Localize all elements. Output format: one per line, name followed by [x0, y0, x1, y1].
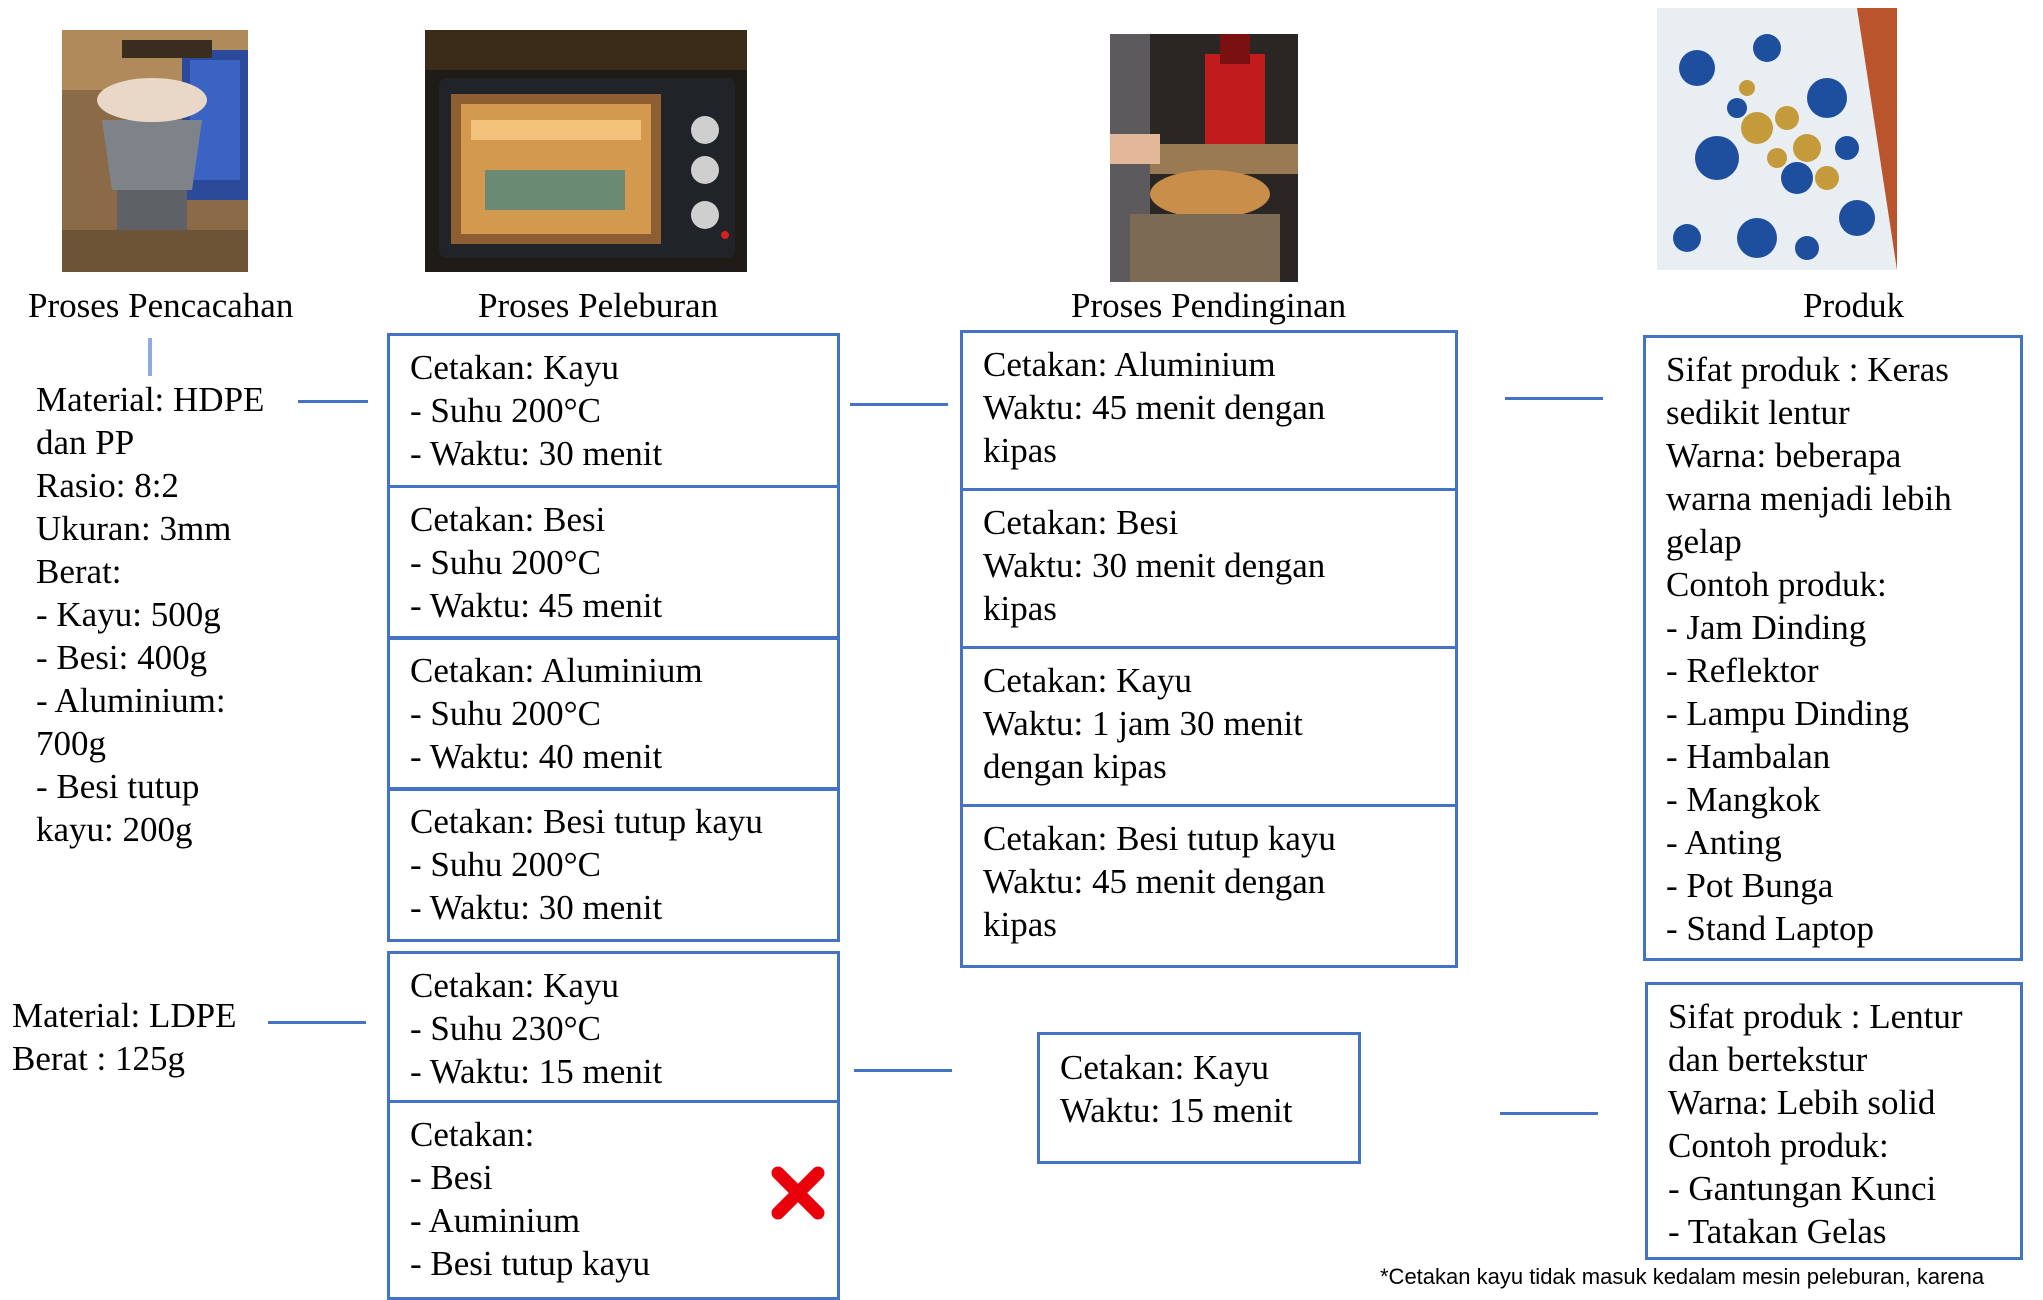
input-ldpe: Material: LDPE Berat : 125g: [12, 994, 237, 1080]
melt-box-aluminium: Cetakan: Aluminium - Suhu 200°C - Waktu:…: [387, 636, 840, 791]
input-line: - Besi: 400g: [36, 638, 208, 677]
box-line: - Waktu: 45 menit: [410, 586, 663, 625]
input-line: Material: HDPE: [36, 380, 265, 419]
box-line: - Besi tutup kayu: [410, 1244, 651, 1283]
product-line: Warna: Lebih solid: [1668, 1083, 1936, 1122]
box-line: - Suhu 200°C: [410, 391, 601, 430]
box-line: dengan kipas: [983, 747, 1167, 786]
input-line: 700g: [36, 724, 106, 763]
box-line: - Besi: [410, 1158, 493, 1197]
box-line: Cetakan: Aluminium: [983, 345, 1276, 384]
oven-photo: [425, 30, 747, 272]
box-line: Waktu: 1 jam 30 menit: [983, 704, 1303, 743]
box-line: Cetakan: Aluminium: [410, 651, 703, 690]
input-line: dan PP: [36, 423, 135, 462]
melt-box-ldpe-kayu: Cetakan: Kayu - Suhu 230°C - Waktu: 15 m…: [387, 951, 840, 1103]
product-line: Contoh produk:: [1668, 1126, 1889, 1165]
cool-box-besi-tutup-kayu: Cetakan: Besi tutup kayu Waktu: 45 menit…: [960, 804, 1458, 968]
title-cooling: Proses Pendinginan: [1071, 286, 1347, 325]
title-shredding: Proses Pencacahan: [28, 286, 294, 325]
cool-box-kayu: Cetakan: Kayu Waktu: 1 jam 30 menit deng…: [960, 646, 1458, 807]
input-line: Material: LDPE: [12, 996, 237, 1035]
input-hdpe-pp: Material: HDPE dan PP Rasio: 8:2 Ukuran:…: [36, 378, 264, 851]
product-line: - Anting: [1666, 823, 1782, 862]
box-line: - Waktu: 40 menit: [410, 737, 663, 776]
input-line: Berat:: [36, 552, 122, 591]
input-line: - Kayu: 500g: [36, 595, 221, 634]
input-connector-vertical: [148, 338, 152, 376]
product-box-ldpe: Sifat produk : Lentur dan bertekstur War…: [1645, 982, 2023, 1260]
product-line: Contoh produk:: [1666, 565, 1887, 604]
box-line: - Waktu: 15 menit: [410, 1052, 663, 1091]
product-line: - Pot Bunga: [1666, 866, 1834, 905]
title-product: Produk: [1803, 286, 1905, 325]
box-line: - Suhu 200°C: [410, 543, 601, 582]
cool-box-besi: Cetakan: Besi Waktu: 30 menit dengan kip…: [960, 488, 1458, 649]
box-line: Cetakan: Besi tutup kayu: [410, 802, 763, 841]
box-line: - Suhu 200°C: [410, 694, 601, 733]
box-line: Waktu: 15 menit: [1060, 1091, 1293, 1130]
shredder-machine-photo: [62, 30, 248, 272]
box-line: Cetakan: Kayu: [1060, 1048, 1269, 1087]
footnote: *Cetakan kayu tidak masuk kedalam mesin …: [1380, 1264, 1985, 1289]
title-melting: Proses Peleburan: [478, 286, 719, 325]
product-box-hdpe: Sifat produk : Keras sedikit lentur Warn…: [1643, 335, 2023, 961]
connector-cool-to-product-ldpe: [1500, 1112, 1598, 1115]
input-line: kayu: 200g: [36, 810, 193, 849]
product-line: - Tatakan Gelas: [1668, 1212, 1887, 1251]
box-line: kipas: [983, 905, 1057, 944]
box-line: Cetakan: Kayu: [410, 348, 619, 387]
box-line: Waktu: 30 menit dengan: [983, 546, 1326, 585]
product-line: - Jam Dinding: [1666, 608, 1867, 647]
melt-box-besi-tutup-kayu: Cetakan: Besi tutup kayu - Suhu 200°C - …: [387, 787, 840, 942]
product-line: - Stand Laptop: [1666, 909, 1875, 948]
recycled-plastic-sheet-photo: [1657, 8, 1897, 270]
box-line: Cetakan:: [410, 1115, 535, 1154]
connector-melt-to-cool-ldpe: [854, 1069, 952, 1072]
cross-mark-icon: [771, 1166, 825, 1220]
input-line: Rasio: 8:2: [36, 466, 179, 505]
box-line: Cetakan: Besi: [983, 503, 1179, 542]
melt-box-ldpe-rejected: Cetakan: - Besi - Auminium - Besi tutup …: [387, 1100, 840, 1300]
box-line: Cetakan: Kayu: [410, 966, 619, 1005]
product-line: dan bertekstur: [1668, 1040, 1868, 1079]
melt-box-besi: Cetakan: Besi - Suhu 200°C - Waktu: 45 m…: [387, 485, 840, 640]
cool-box-ldpe-kayu: Cetakan: Kayu Waktu: 15 menit: [1037, 1032, 1361, 1164]
box-line: Cetakan: Kayu: [983, 661, 1192, 700]
product-line: - Gantungan Kunci: [1668, 1169, 1937, 1208]
box-line: kipas: [983, 431, 1057, 470]
input-line: Berat : 125g: [12, 1039, 186, 1078]
box-line: kipas: [983, 589, 1057, 628]
input-line: Ukuran: 3mm: [36, 509, 232, 548]
connector-ldpe-to-melt: [268, 1021, 366, 1024]
product-line: Warna: beberapa: [1666, 436, 1902, 475]
connector-melt-to-cool-hdpe: [850, 403, 948, 406]
product-line: warna menjadi lebih: [1666, 479, 1952, 518]
box-line: - Auminium: [410, 1201, 581, 1240]
box-line: - Waktu: 30 menit: [410, 888, 663, 927]
connector-cool-to-product-hdpe: [1505, 397, 1603, 400]
connector-hdpe-to-melt: [298, 400, 368, 403]
box-line: Cetakan: Besi: [410, 500, 606, 539]
hydraulic-press-photo: [1110, 34, 1298, 282]
melt-box-kayu: Cetakan: Kayu - Suhu 200°C - Waktu: 30 m…: [387, 333, 840, 488]
input-line: - Besi tutup: [36, 767, 200, 806]
input-line: - Aluminium:: [36, 681, 226, 720]
product-line: Sifat produk : Lentur: [1668, 997, 1963, 1036]
product-line: sedikit lentur: [1666, 393, 1850, 432]
product-line: - Hambalan: [1666, 737, 1831, 776]
box-line: Waktu: 45 menit dengan: [983, 862, 1326, 901]
box-line: - Suhu 200°C: [410, 845, 601, 884]
cool-box-aluminium: Cetakan: Aluminium Waktu: 45 menit denga…: [960, 330, 1458, 491]
box-line: Waktu: 45 menit dengan: [983, 388, 1326, 427]
product-line: - Reflektor: [1666, 651, 1819, 690]
product-line: gelap: [1666, 522, 1742, 561]
box-line: - Waktu: 30 menit: [410, 434, 663, 473]
product-line: - Mangkok: [1666, 780, 1821, 819]
box-line: - Suhu 230°C: [410, 1009, 601, 1048]
product-line: - Lampu Dinding: [1666, 694, 1910, 733]
box-line: Cetakan: Besi tutup kayu: [983, 819, 1336, 858]
product-line: Sifat produk : Keras: [1666, 350, 1949, 389]
